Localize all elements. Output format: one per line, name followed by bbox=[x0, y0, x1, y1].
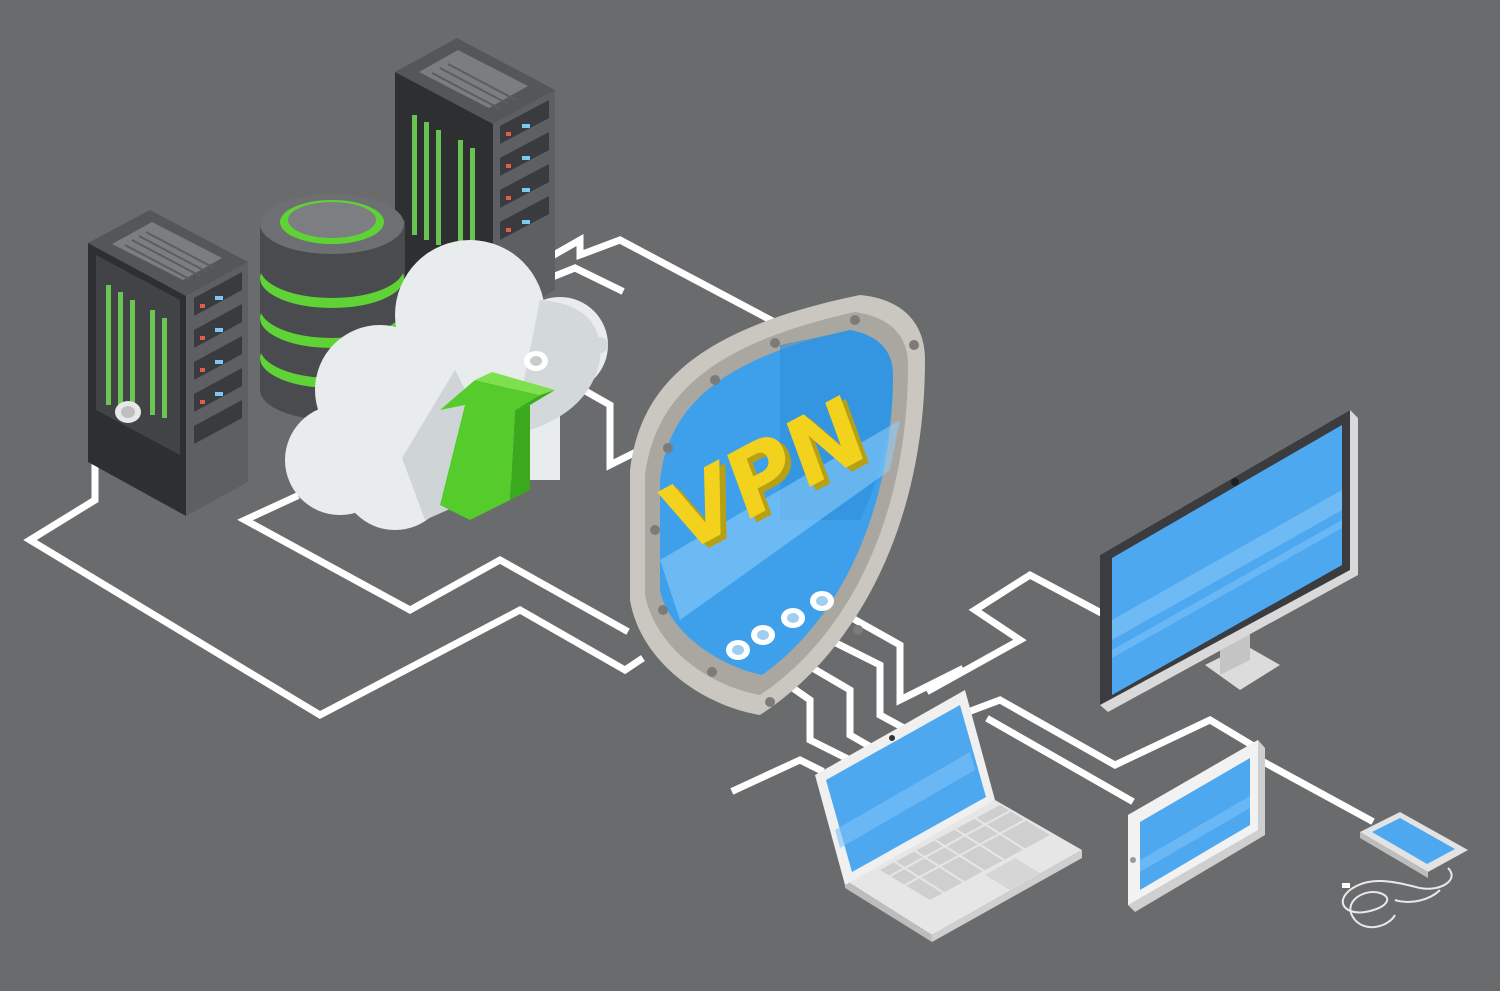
smartphone-icon bbox=[1360, 812, 1468, 878]
desktop-monitor-icon bbox=[1100, 410, 1358, 712]
laptop-icon bbox=[815, 690, 1082, 942]
cloud-upload-icon bbox=[285, 240, 608, 530]
tablet-icon bbox=[1128, 740, 1265, 912]
server-rack-icon bbox=[88, 210, 248, 516]
charging-cable-icon bbox=[1341, 867, 1453, 929]
shield-icon: VPN VPN bbox=[630, 295, 925, 715]
